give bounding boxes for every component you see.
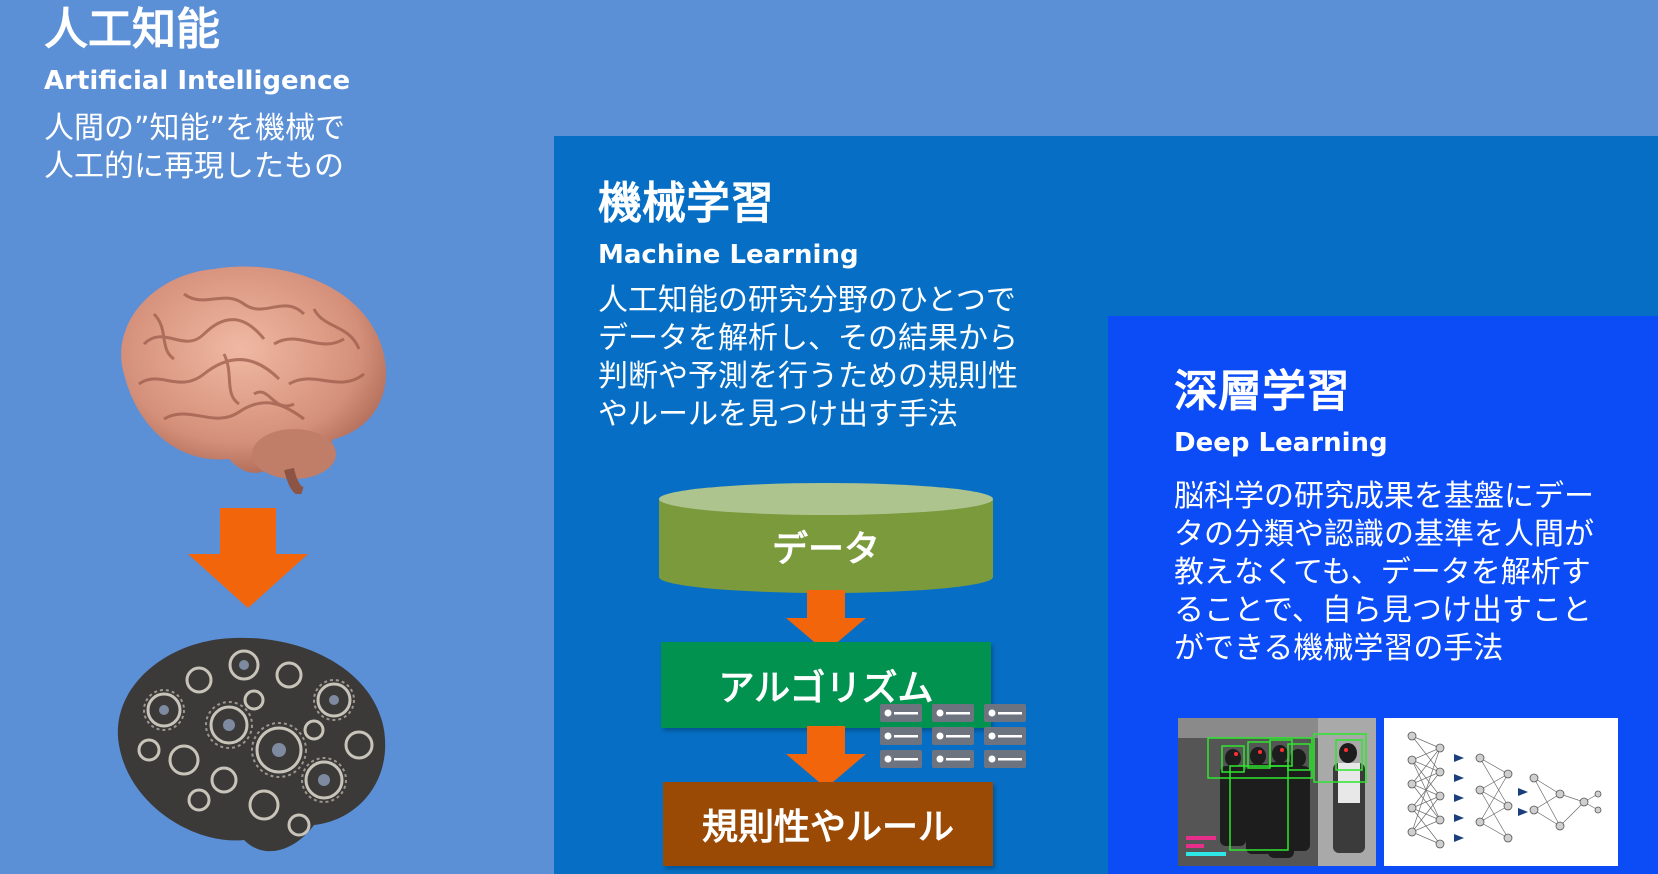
ml-subtitle: Machine Learning [598, 240, 859, 270]
dl-description: 脳科学の研究成果を基盤にデー タの分類や認識の基準を人間が 教えなくても、データ… [1174, 479, 1594, 666]
ai-subtitle: Artificial Intelligence [44, 66, 351, 96]
gear-brain-icon [117, 637, 386, 852]
dl-title: 深層学習 [1174, 366, 1350, 417]
data-label: データ [771, 529, 880, 570]
neural-network-image [1384, 718, 1618, 866]
dl-subtitle: Deep Learning [1174, 428, 1388, 458]
ai-title: 人工知能 [44, 4, 220, 55]
ai-section: 人工知能 Artificial Intelligence 人間の”知能”を機械で… [0, 0, 554, 874]
arrow-down-icon [188, 508, 308, 608]
face-detection-image [1178, 718, 1376, 866]
arrow-down-icon [786, 726, 866, 788]
deep-learning-panel: 深層学習 Deep Learning 脳科学の研究成果を基盤にデー タの分類や認… [1108, 316, 1658, 874]
brain-icon [121, 266, 387, 494]
server-rack-icon [880, 704, 1026, 768]
data-cylinder-icon [659, 483, 993, 593]
ml-title: 機械学習 [598, 178, 774, 229]
arrow-down-icon [786, 590, 866, 652]
ai-description: 人間の”知能”を機械で 人工的に再現したもの [44, 111, 346, 184]
ml-description: 人工知能の研究分野のひとつで データを解析し、その結果から 判断や予測を行うため… [598, 283, 1018, 432]
rules-box: 規則性やルール [663, 782, 993, 866]
